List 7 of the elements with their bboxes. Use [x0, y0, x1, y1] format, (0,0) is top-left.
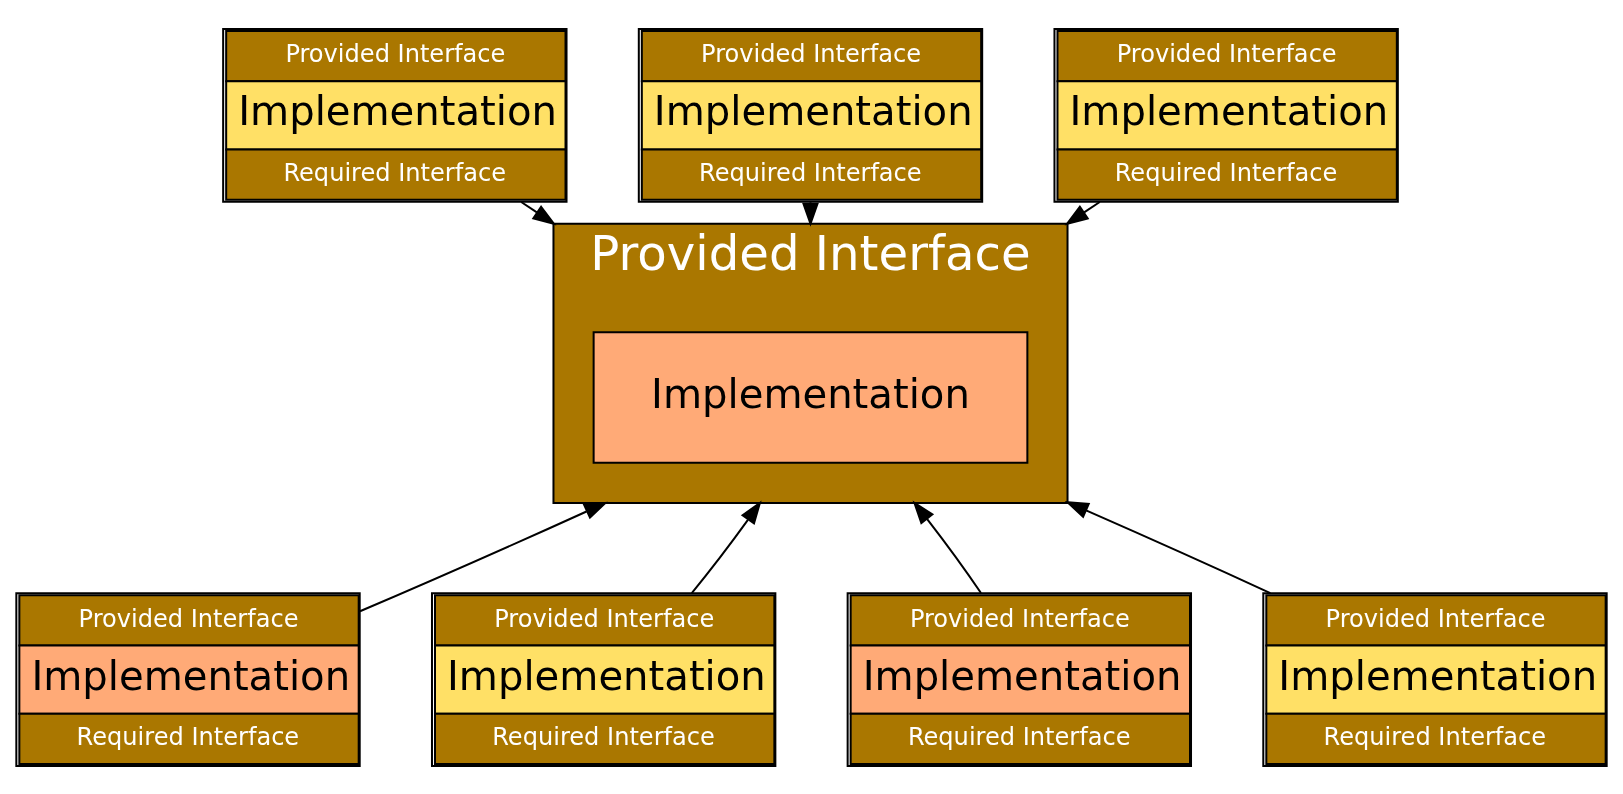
arrow — [359, 501, 609, 612]
arrow — [912, 500, 982, 594]
arrow — [1064, 200, 1101, 225]
arrow — [691, 499, 762, 594]
arrow — [520, 200, 557, 225]
node-box: Implementation — [592, 330, 1029, 464]
arrow — [1064, 500, 1271, 594]
